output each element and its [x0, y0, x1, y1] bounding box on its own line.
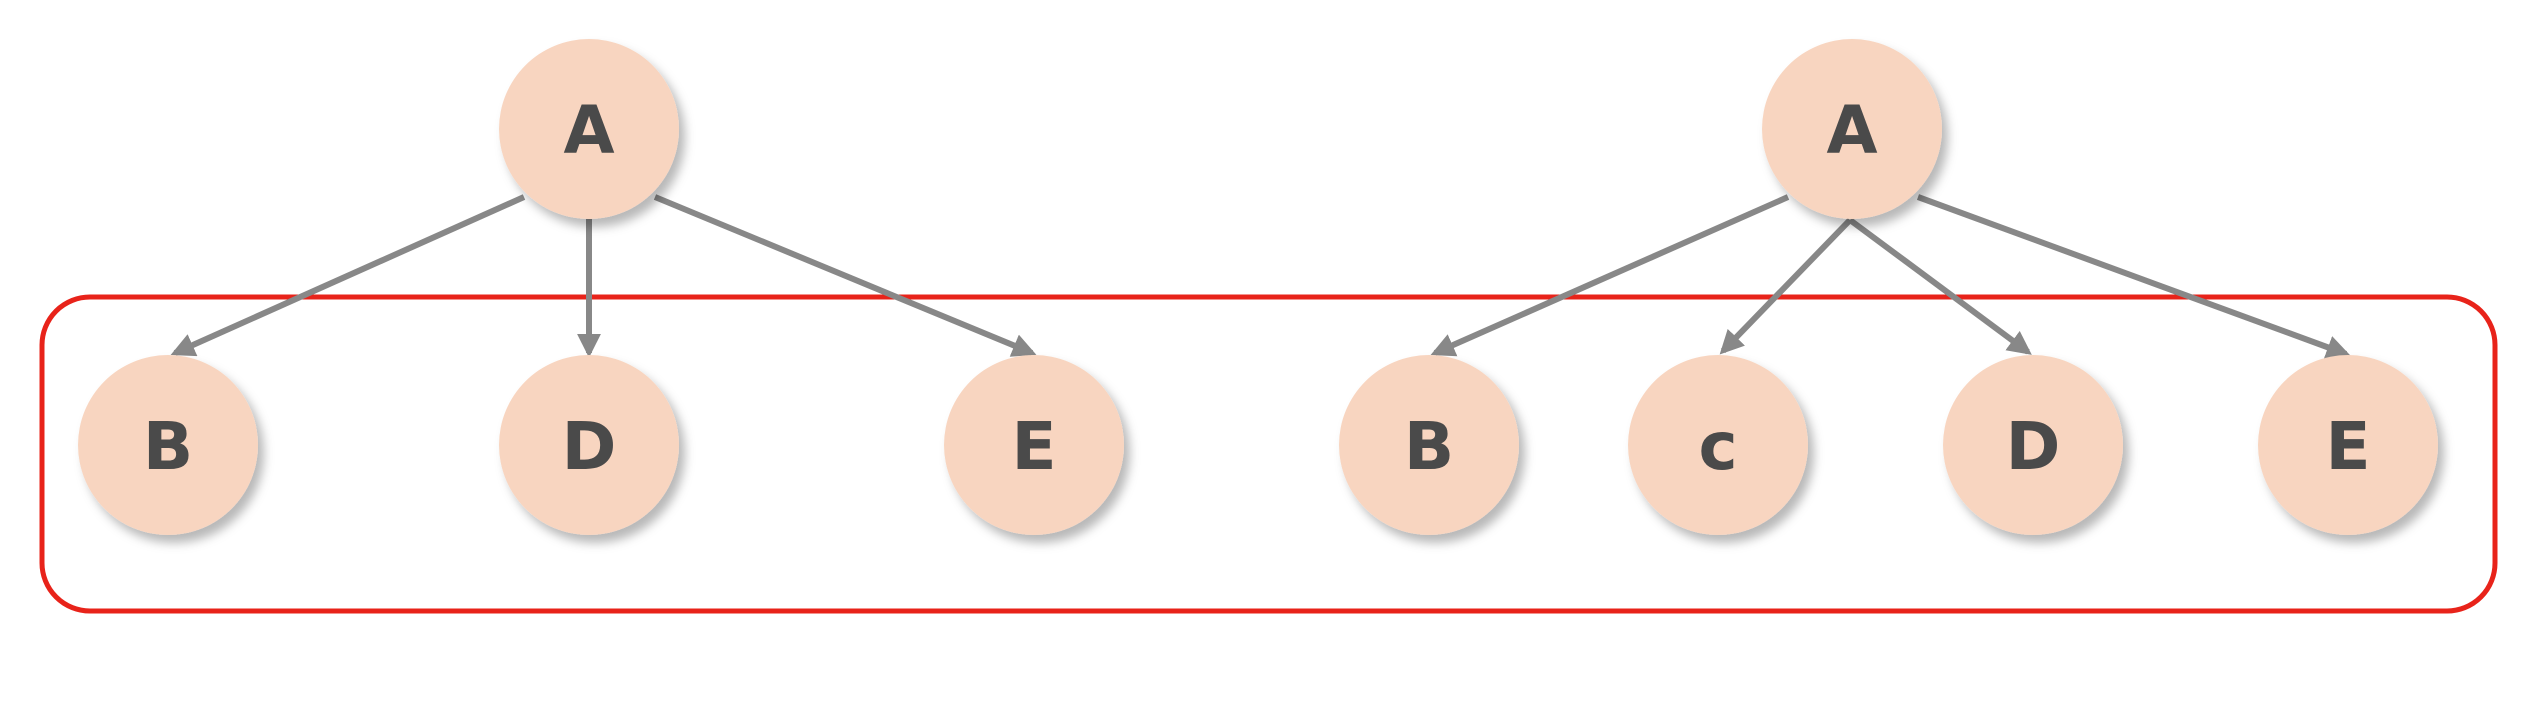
edge-left-a-to-b — [170, 194, 526, 357]
left-tree-node-e: E — [944, 355, 1124, 535]
edge-right-a-to-b — [1430, 194, 1790, 357]
right-tree-node-d: D — [1943, 355, 2123, 535]
node-label: D — [562, 408, 617, 485]
node-circle — [78, 355, 258, 535]
edge-right-a-to-c — [1719, 217, 1853, 355]
node-circle — [499, 39, 679, 219]
node-circle — [499, 355, 679, 535]
node-label: B — [1404, 408, 1454, 485]
node-circle — [2258, 355, 2438, 535]
node-circle — [1943, 355, 2123, 535]
node-label: D — [2006, 408, 2061, 485]
left-tree-root-node: A — [499, 39, 679, 219]
node-circle — [944, 355, 1124, 535]
edge-right-a-to-e — [1916, 194, 2351, 359]
node-circle — [1628, 355, 1808, 535]
edge-left-a-to-e — [653, 194, 1037, 357]
node-label: E — [2325, 408, 2370, 485]
right-tree-node-c: c — [1628, 355, 1808, 535]
right-tree-node-b: B — [1339, 355, 1519, 535]
right-tree-root-node: A — [1762, 39, 1942, 219]
edge-right-a-to-d — [1848, 217, 2032, 355]
left-tree-node-d: D — [499, 355, 679, 535]
node-label: B — [143, 408, 193, 485]
node-circle — [1339, 355, 1519, 535]
right-tree-node-e: E — [2258, 355, 2438, 535]
right-tree-edges — [1430, 194, 2351, 359]
node-label: A — [563, 92, 614, 169]
left-tree-edges — [170, 194, 1037, 358]
node-label: c — [1698, 408, 1737, 485]
left-tree-node-b: B — [78, 355, 258, 535]
highlight-frame — [39, 294, 2498, 614]
node-label: A — [1826, 92, 1877, 169]
node-label: E — [1011, 408, 1056, 485]
node-circle — [1762, 39, 1942, 219]
